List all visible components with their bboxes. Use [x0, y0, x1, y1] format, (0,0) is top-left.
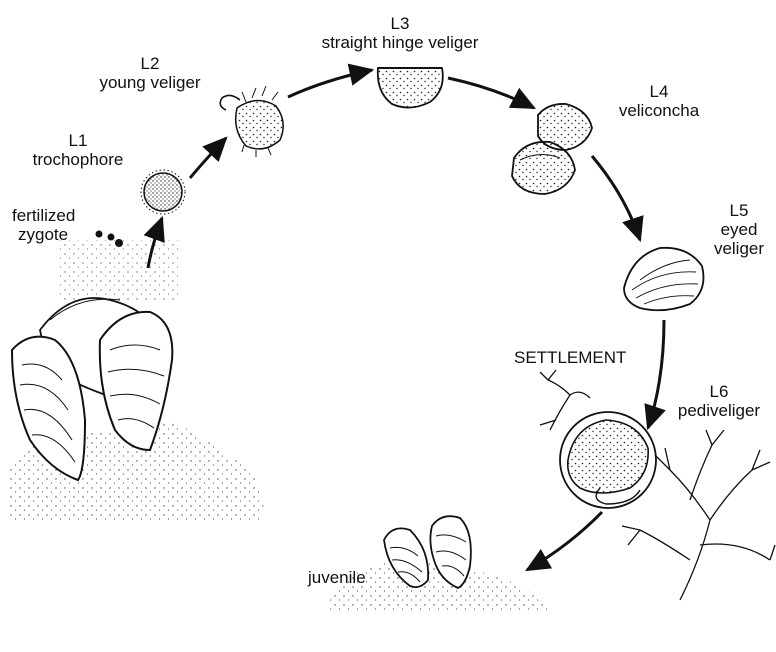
l1-trochophore-larva: [141, 170, 185, 214]
zygote-line1: fertilized: [12, 206, 75, 225]
l5-eyed-veliger-larva: [624, 248, 704, 310]
stage-name-2: veliger: [704, 239, 774, 258]
fertilized-zygote-eggs: [60, 231, 180, 301]
arrow-l3-to-l4: [448, 78, 534, 108]
stage-code: L6: [664, 382, 774, 401]
label-juvenile: juvenile: [308, 568, 366, 587]
l4-veliconcha-larva: [512, 104, 592, 194]
juvenile-mussels: [330, 516, 548, 610]
label-zygote: fertilized zygote: [12, 206, 75, 244]
stage-name: eyed: [704, 220, 774, 239]
l2-young-veliger-larva: [220, 86, 283, 157]
settlement-text: SETTLEMENT: [514, 348, 626, 367]
label-l1: L1 trochophore: [28, 131, 128, 169]
l3-straight-hinge-veliger-larva: [378, 68, 443, 108]
label-l3: L3 straight hinge veliger: [270, 14, 530, 52]
label-settlement: SETTLEMENT: [514, 348, 626, 367]
label-l2: L2 young veliger: [80, 54, 220, 92]
stage-code: L1: [28, 131, 128, 150]
adult-mussels-cluster: [10, 298, 263, 520]
arrow-l1-to-l2: [190, 138, 226, 178]
juvenile-text: juvenile: [308, 568, 366, 587]
label-l6: L6 pediveliger: [664, 382, 774, 420]
arrow-l6-to-juvenile: [527, 512, 602, 570]
stage-name: veliconcha: [594, 101, 724, 120]
stage-code: L2: [80, 54, 220, 73]
stage-code: L4: [594, 82, 724, 101]
zygote-line2: zygote: [12, 225, 75, 244]
arrow-l5-to-l6: [648, 320, 664, 428]
label-l5: L5 eyed veliger: [704, 201, 774, 258]
l6-pediveliger-larva: [560, 412, 656, 508]
stage-code: L3: [270, 14, 530, 33]
stage-name: young veliger: [80, 73, 220, 92]
stage-code: L5: [704, 201, 774, 220]
stage-name: pediveliger: [664, 401, 774, 420]
arrow-l4-to-l5: [592, 156, 640, 240]
stage-name: trochophore: [28, 150, 128, 169]
stage-name: straight hinge veliger: [270, 33, 530, 52]
label-l4: L4 veliconcha: [594, 82, 724, 120]
arrow-l2-to-l3: [288, 70, 372, 97]
